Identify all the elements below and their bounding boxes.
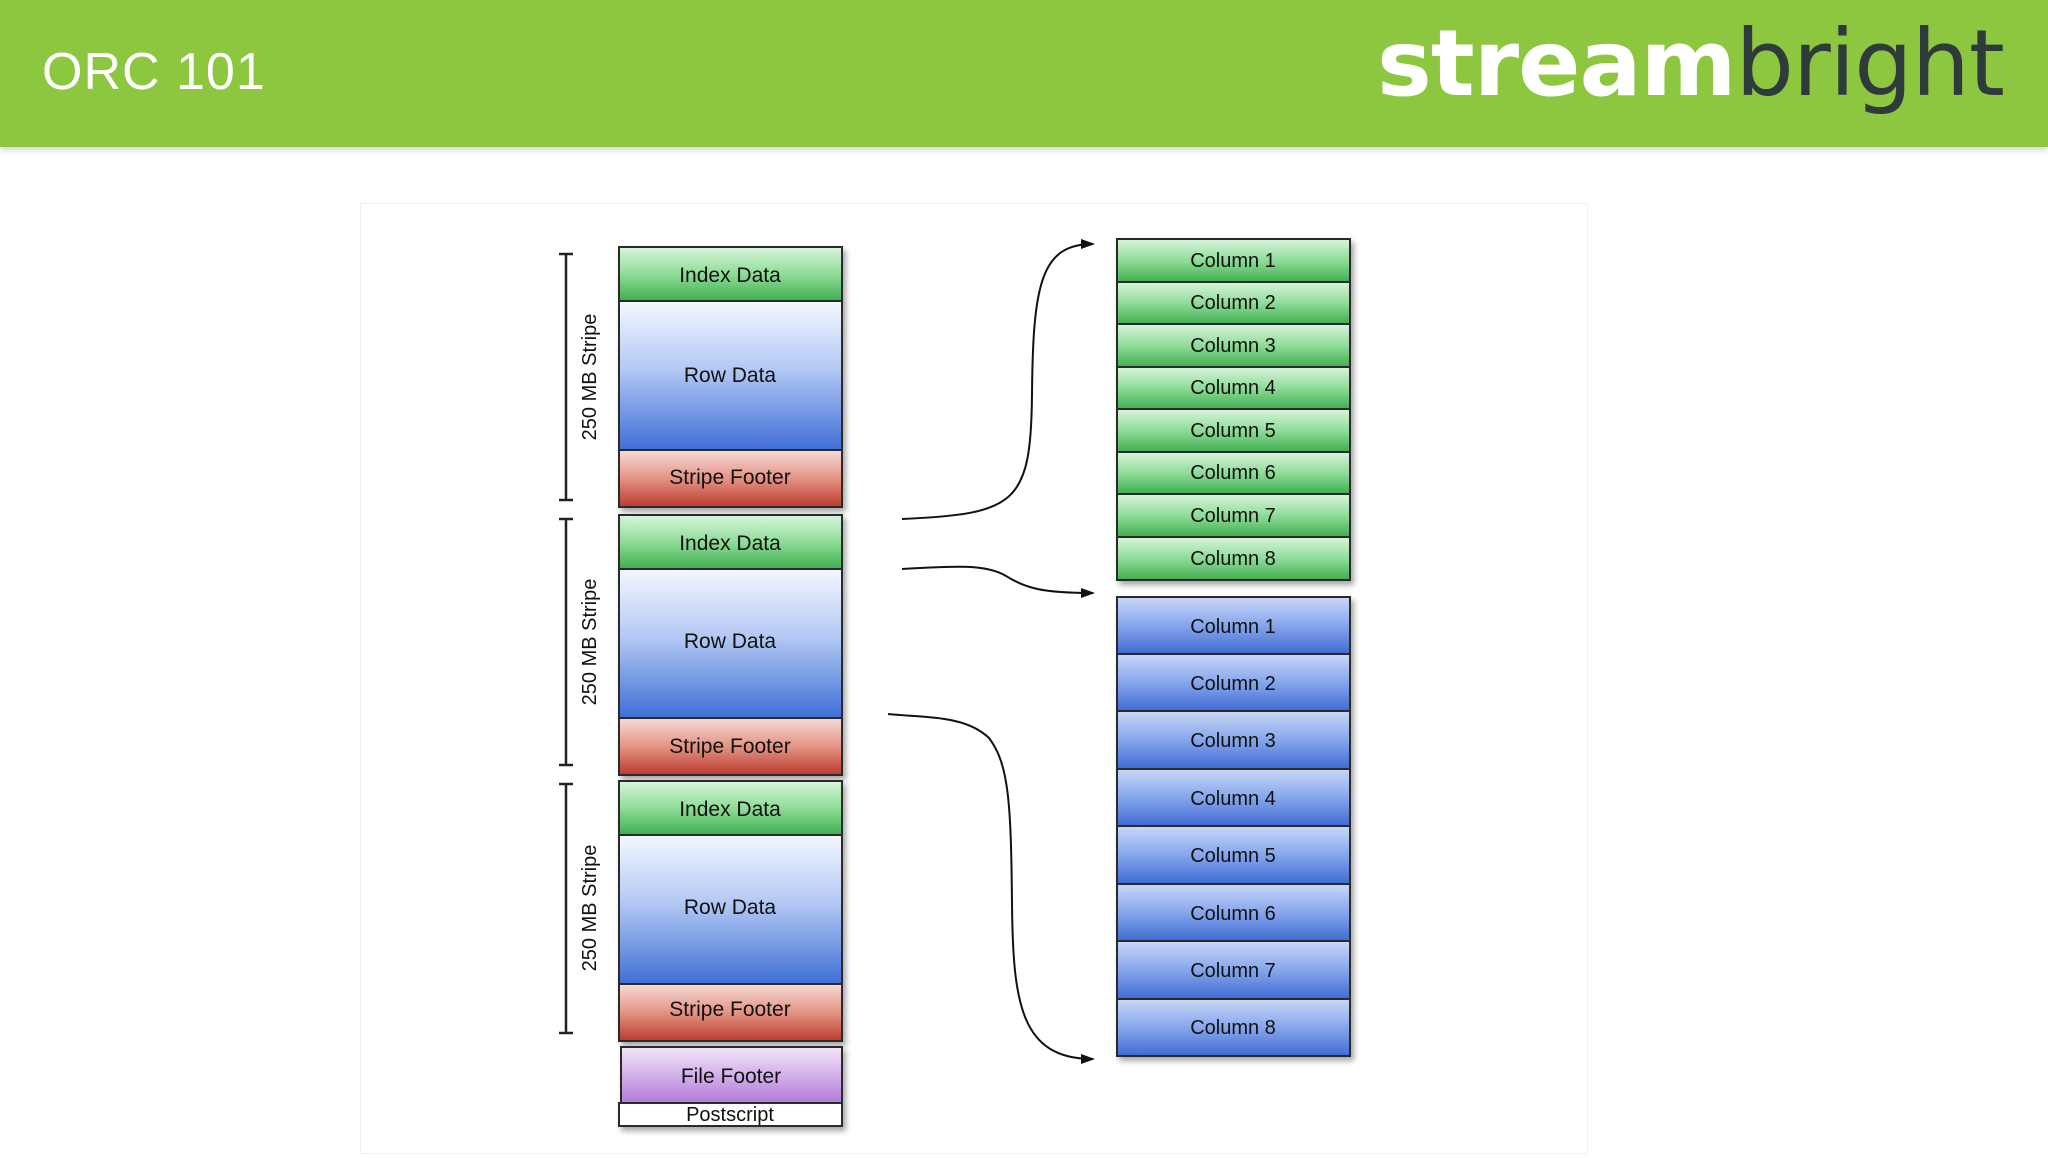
stripe-3: [618, 780, 843, 1042]
column-label: Column 5: [1190, 845, 1276, 867]
column-label: Column 7: [1190, 505, 1276, 527]
stripe-footer-block: [618, 717, 843, 776]
stripe-footer-label: Stripe Footer: [669, 735, 790, 758]
index-data-label: Index Data: [679, 798, 781, 821]
data-columns-stack: [1116, 596, 1351, 1057]
column-block: [1116, 653, 1351, 712]
column-block: [1116, 883, 1351, 942]
row-data-block: [618, 834, 843, 985]
column-label: Column 4: [1190, 377, 1276, 399]
stripe-bracket-3: [559, 782, 573, 1035]
column-label: Column 4: [1190, 788, 1276, 810]
row-data-label: Row Data: [684, 896, 777, 919]
stripe-size-label-2: 250 MB Stripe: [579, 579, 601, 706]
column-label: Column 5: [1190, 420, 1276, 442]
file-tail: [618, 1046, 843, 1127]
stripe-1: [618, 246, 843, 508]
column-label: Column 8: [1190, 1017, 1276, 1039]
index-columns-stack: [1116, 238, 1351, 581]
column-block: [1116, 536, 1351, 581]
column-block: [1116, 768, 1351, 827]
column-block: [1116, 998, 1351, 1057]
stripe-2: [618, 514, 843, 776]
stripe-bracket-2: [559, 517, 573, 767]
column-label: Column 3: [1190, 335, 1276, 357]
column-block: [1116, 596, 1351, 655]
logo-part-bright: bright: [1735, 10, 2005, 117]
column-label: Column 1: [1190, 250, 1276, 272]
column-block: [1116, 940, 1351, 1000]
row-data-label: Row Data: [684, 630, 777, 653]
orc-file-structure-diagram: 250 MB Stripe 250 MB Stripe 250 MB Strip…: [559, 238, 1351, 1127]
index-data-block: [618, 780, 843, 836]
column-label: Column 6: [1190, 462, 1276, 484]
stripe-size-label-1: 250 MB Stripe: [579, 314, 601, 441]
slide-title: ORC 101: [42, 43, 266, 101]
stripe-bracket-1: [559, 252, 573, 502]
column-label: Column 2: [1190, 292, 1276, 314]
arrow-index-to-columns: [901, 239, 1095, 520]
row-data-label: Row Data: [684, 364, 777, 387]
diagram-panel: 250 MB Stripe 250 MB Stripe 250 MB Strip…: [360, 203, 1588, 1154]
column-block: [1116, 451, 1351, 495]
streambright-logo: streambright: [1377, 18, 2005, 110]
column-label: Column 2: [1190, 673, 1276, 695]
file-footer-label: File Footer: [681, 1065, 781, 1088]
index-data-block: [618, 246, 843, 302]
postscript-label: Postscript: [686, 1104, 774, 1126]
column-block: [1116, 493, 1351, 538]
postscript-block: [618, 1102, 843, 1127]
column-label: Column 1: [1190, 616, 1276, 638]
logo-part-stream: stream: [1376, 10, 1736, 117]
stripe-footer-block: [618, 449, 843, 508]
column-label: Column 8: [1190, 548, 1276, 570]
index-data-label: Index Data: [679, 532, 781, 555]
stripe-footer-label: Stripe Footer: [669, 998, 790, 1021]
column-block: [1116, 825, 1351, 885]
arrow-row-to-columns: [901, 565, 1095, 598]
index-data-label: Index Data: [679, 264, 781, 287]
stripe-footer-block: [618, 983, 843, 1042]
arrow-footer-to-columns: [887, 713, 1095, 1064]
column-block: [1116, 281, 1351, 325]
slide-header: ORC 101 streambright: [0, 0, 2048, 147]
column-label: Column 7: [1190, 960, 1276, 982]
column-label: Column 6: [1190, 903, 1276, 925]
stripe-size-label-3: 250 MB Stripe: [579, 845, 601, 972]
column-label: Column 3: [1190, 730, 1276, 752]
stripe-footer-label: Stripe Footer: [669, 466, 790, 489]
